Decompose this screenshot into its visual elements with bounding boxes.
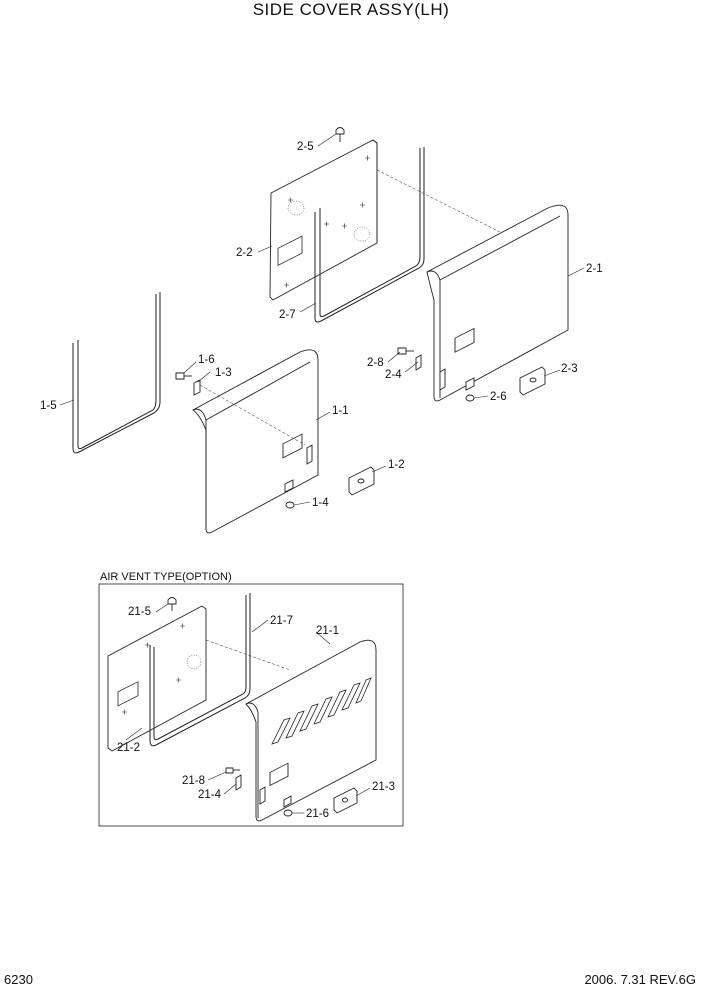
label-2-8: 2-8 [367, 357, 384, 369]
inner-panel-2-2 [269, 139, 378, 301]
side-cover-2-1 [426, 204, 569, 402]
label-21-5: 21-5 [128, 606, 151, 618]
lock-1-2 [348, 466, 375, 496]
label-1-2: 1-2 [388, 459, 405, 471]
latch-21-4 [235, 774, 266, 805]
side-cover-1-1 [192, 349, 319, 534]
seal-21-7 [149, 593, 251, 747]
label-2-4: 2-4 [385, 369, 402, 381]
bolt-2-5 [335, 127, 345, 142]
lock-2-3 [519, 366, 546, 396]
label-21-6: 21-6 [306, 808, 329, 820]
bolt-1-6 [175, 372, 192, 380]
stopper-2-6 [465, 377, 475, 402]
label-21-1: 21-1 [316, 625, 339, 637]
latch-2-4 [415, 354, 446, 391]
lock-21-3 [333, 787, 358, 814]
label-21-4: 21-4 [198, 789, 222, 801]
label-1-5: 1-5 [40, 400, 57, 412]
label-1-1: 1-1 [332, 405, 349, 417]
bolt-2-8 [397, 347, 414, 355]
bolt-21-5 [167, 597, 177, 611]
label-2-5: 2-5 [297, 141, 314, 153]
section-label: AIR VENT TYPE(OPTION) [100, 571, 232, 583]
inner-panel-21-2 [107, 605, 207, 752]
label-2-6: 2-6 [490, 391, 507, 403]
label-2-1: 2-1 [586, 263, 603, 275]
label-1-6: 1-6 [198, 354, 215, 366]
page-number: 6230 [4, 972, 33, 987]
stopper-1-4 [284, 479, 295, 509]
label-21-3: 21-3 [372, 781, 395, 793]
label-2-2: 2-2 [236, 247, 253, 259]
side-cover-21-1 [245, 639, 377, 822]
label-1-4: 1-4 [312, 497, 329, 509]
option-frame [98, 583, 404, 827]
label-2-3: 2-3 [561, 363, 578, 375]
bolt-21-8 [225, 767, 240, 774]
label-2-7: 2-7 [279, 309, 296, 321]
page-title: SIDE COVER ASSY(LH) [252, 0, 450, 19]
stopper-21-6 [283, 795, 293, 817]
latch-1-3 [193, 379, 313, 465]
seal-1-5 [72, 292, 161, 454]
label-1-3: 1-3 [215, 367, 232, 379]
label-21-2: 21-2 [117, 742, 140, 754]
label-21-7: 21-7 [270, 615, 293, 627]
leader-lines [59, 133, 585, 814]
seal-2-7 [314, 147, 425, 323]
revision-date: 2006. 7.31 REV.6G [584, 972, 696, 987]
label-21-8: 21-8 [182, 775, 205, 787]
